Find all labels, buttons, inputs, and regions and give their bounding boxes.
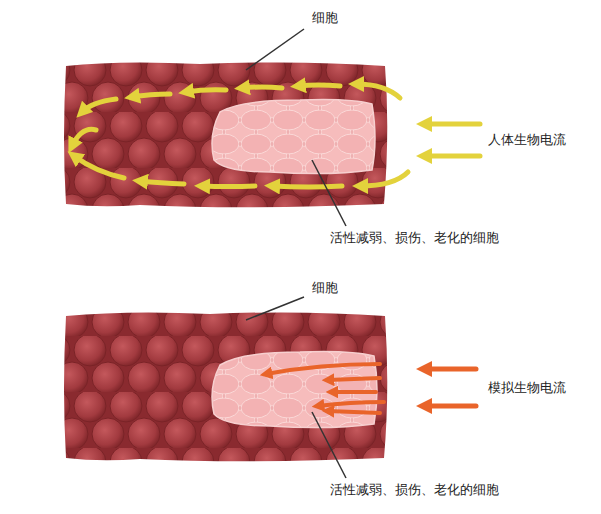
cell-label: 细胞 xyxy=(312,10,338,26)
weak-cell-label: 活性减弱、损伤、老化的细胞 xyxy=(330,230,499,246)
bio-current-arrows xyxy=(72,84,408,187)
healthy-tissue xyxy=(64,312,387,461)
leader-lines xyxy=(246,297,346,478)
healthy-tissue xyxy=(64,62,387,207)
current-label: 人体生物电流 xyxy=(488,132,566,148)
cell-label: 细胞 xyxy=(312,280,338,296)
leader-lines xyxy=(246,29,346,226)
tissue-panel-bottom xyxy=(64,297,476,478)
weak-cell-label: 活性减弱、损伤、老化的细胞 xyxy=(330,482,499,498)
incoming-current-arrows xyxy=(424,124,480,156)
weak-cells xyxy=(212,100,375,174)
simulated-current-arrows xyxy=(266,364,384,413)
incoming-current-arrows xyxy=(424,369,476,406)
current-label: 模拟生物电流 xyxy=(488,380,566,396)
tissue-panel-top xyxy=(64,29,480,226)
